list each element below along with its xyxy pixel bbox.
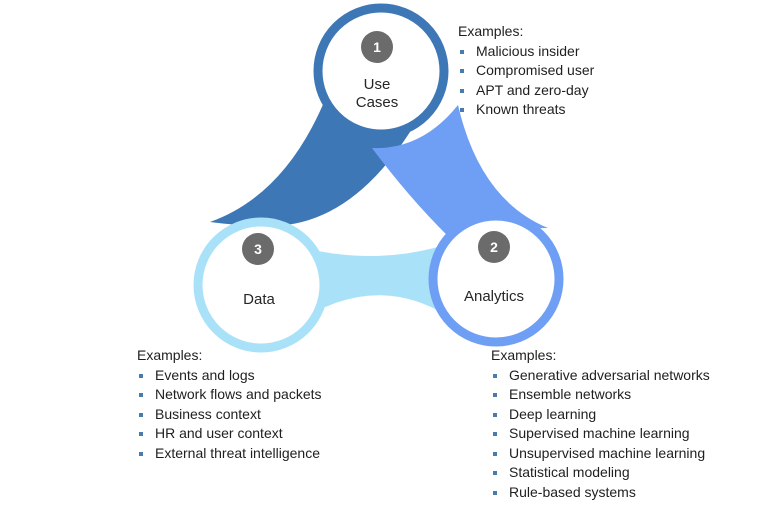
- use-cases-number-badge: [361, 31, 393, 63]
- examples-heading: Examples:: [491, 347, 557, 363]
- list-item: Business context: [137, 405, 322, 425]
- examples-heading: Examples:: [458, 23, 524, 39]
- examples-list: Malicious insider Compromised user APT a…: [458, 42, 594, 120]
- data-examples: Examples: Events and logs Network flows …: [137, 346, 322, 463]
- list-item: Unsupervised machine learning: [491, 444, 710, 464]
- use-cases-label-line-1: Use: [364, 76, 391, 93]
- data-label: Data: [243, 291, 275, 308]
- examples-list: Generative adversarial networks Ensemble…: [491, 366, 710, 503]
- analytics-number: 2: [490, 239, 498, 255]
- list-item: Generative adversarial networks: [491, 366, 710, 386]
- list-item: External threat intelligence: [137, 444, 322, 464]
- examples-list: Events and logs Network flows and packet…: [137, 366, 322, 464]
- data-node: [193, 217, 329, 353]
- band-data-to-analytics: [288, 244, 448, 326]
- use-cases-node: [313, 3, 449, 139]
- analytics-node: [428, 211, 564, 347]
- list-item: Network flows and packets: [137, 385, 322, 405]
- list-item: Deep learning: [491, 405, 710, 425]
- list-item: Malicious insider: [458, 42, 594, 62]
- list-item: Events and logs: [137, 366, 322, 386]
- list-item: Known threats: [458, 100, 594, 120]
- data-number: 3: [254, 241, 262, 257]
- list-item: APT and zero-day: [458, 81, 594, 101]
- use-cases-label-line-2: Cases: [356, 94, 399, 111]
- examples-heading: Examples:: [137, 347, 203, 363]
- analytics-label: Analytics: [464, 288, 524, 305]
- list-item: Supervised machine learning: [491, 424, 710, 444]
- use-cases-examples: Examples: Malicious insider Compromised …: [458, 22, 594, 120]
- list-item: Rule-based systems: [491, 483, 710, 503]
- list-item: Statistical modeling: [491, 463, 710, 483]
- analytics-number-badge: [478, 231, 510, 263]
- analytics-examples: Examples: Generative adversarial network…: [491, 346, 710, 502]
- list-item: HR and user context: [137, 424, 322, 444]
- band-use-cases-to-analytics: [372, 105, 548, 246]
- use-cases-number: 1: [373, 39, 381, 55]
- data-number-badge: [242, 233, 274, 265]
- list-item: Ensemble networks: [491, 385, 710, 405]
- list-item: Compromised user: [458, 61, 594, 81]
